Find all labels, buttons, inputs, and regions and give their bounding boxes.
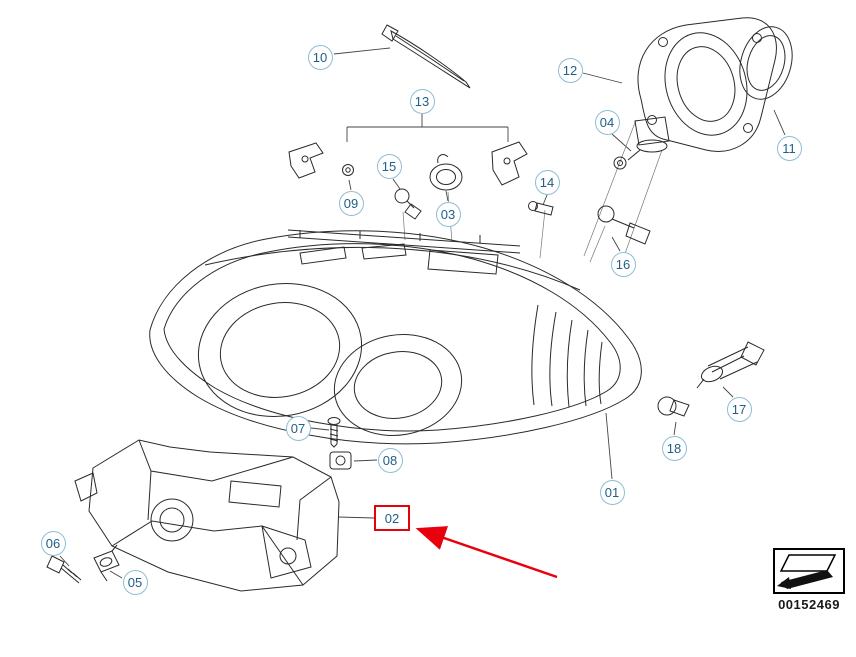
- callout-label: 09: [343, 195, 359, 211]
- parts-plate-icon: [777, 554, 837, 589]
- callout-label: 17: [731, 401, 747, 417]
- callout-label: 04: [599, 114, 615, 130]
- callout-01[interactable]: 01: [599, 479, 625, 505]
- callout-12[interactable]: 12: [557, 57, 583, 83]
- callout-label: 08: [382, 452, 398, 468]
- callout-label: 01: [604, 484, 620, 500]
- callout-04[interactable]: 04: [594, 109, 620, 135]
- callout-label: 18: [666, 440, 682, 456]
- callout-03[interactable]: 03: [435, 201, 461, 227]
- headlamp-housing-art: [149, 229, 642, 445]
- callout-label: 14: [539, 174, 555, 190]
- callout-17[interactable]: 17: [726, 396, 752, 422]
- callout-07[interactable]: 07: [285, 415, 311, 441]
- callout-label: 15: [381, 158, 397, 174]
- callout-09[interactable]: 09: [338, 190, 364, 216]
- callout-13[interactable]: 13: [409, 88, 435, 114]
- callout-18[interactable]: 18: [661, 435, 687, 461]
- leader-lines: [59, 47, 786, 579]
- callout-11[interactable]: 11: [776, 135, 802, 161]
- callout-02[interactable]: 02: [374, 505, 410, 531]
- callout-16[interactable]: 16: [610, 251, 636, 277]
- callout-label: 12: [562, 62, 578, 78]
- callout-label: 02: [384, 510, 400, 526]
- callout-label: 07: [290, 420, 306, 436]
- callout-label: 03: [440, 206, 456, 222]
- mounting-bracket-art: [74, 439, 340, 592]
- callout-label: 11: [782, 140, 796, 156]
- diagram-symbol-box: [773, 548, 845, 594]
- callout-label: 05: [127, 574, 143, 590]
- callout-label: 13: [414, 93, 430, 109]
- callout-10[interactable]: 10: [307, 44, 333, 70]
- callout-05[interactable]: 05: [122, 569, 148, 595]
- callout-06[interactable]: 06: [40, 530, 66, 556]
- part-number: 00152469: [778, 597, 840, 612]
- assembly-lines: [402, 119, 663, 263]
- callout-label: 10: [312, 49, 328, 65]
- callout-label: 06: [45, 535, 61, 551]
- callout-15[interactable]: 15: [376, 153, 402, 179]
- callout-08[interactable]: 08: [377, 447, 403, 473]
- callout-14[interactable]: 14: [534, 169, 560, 195]
- small-parts-art: [46, 17, 793, 584]
- callout-label: 16: [615, 256, 631, 272]
